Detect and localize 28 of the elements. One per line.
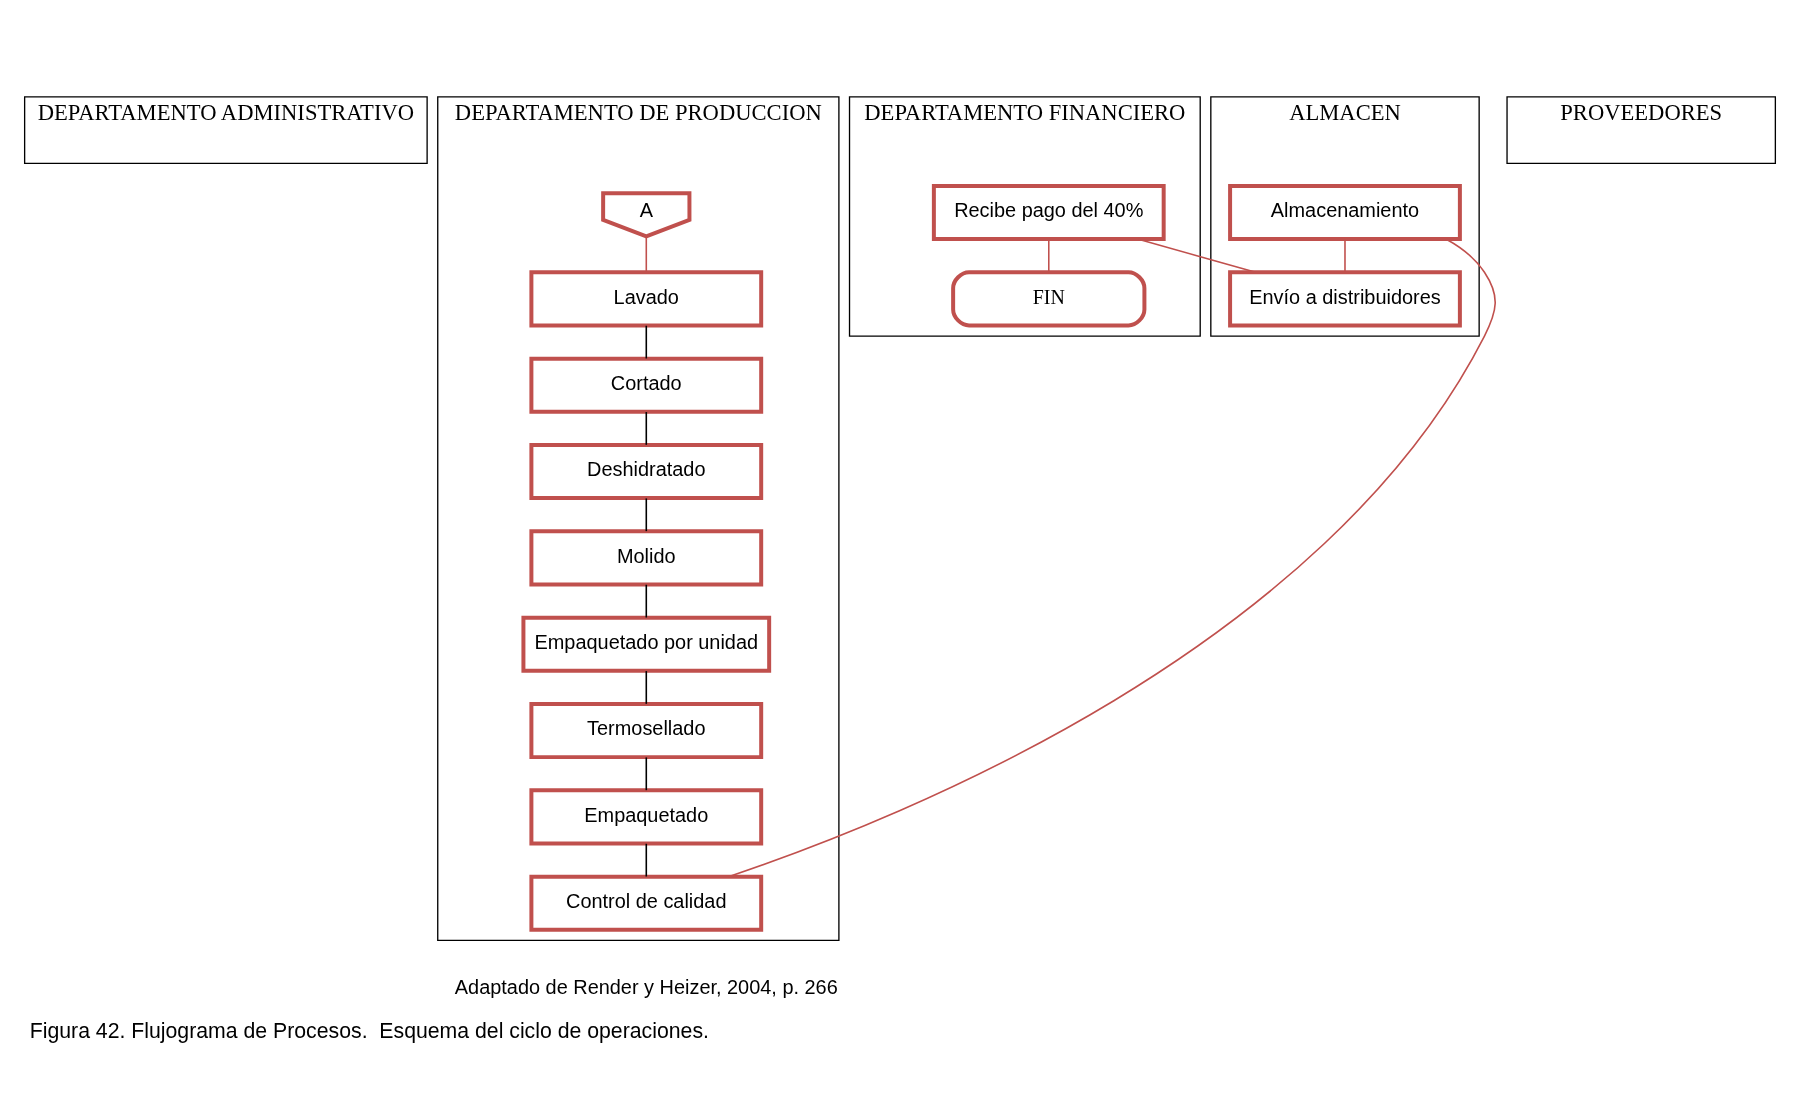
node-box: Envío a distribuidores (1228, 270, 1462, 328)
connector (645, 843, 648, 878)
node-box: DEPARTAMENTO ADMINISTRATIVO (23, 96, 428, 165)
connector (1047, 238, 1050, 273)
node-box: FIN (951, 270, 1147, 328)
connector (645, 670, 648, 705)
node-box: Empaquetado por unidad (521, 615, 772, 673)
node-box: Lavado (529, 270, 764, 328)
node-box: Termosellado (529, 702, 764, 760)
connector (645, 235, 648, 273)
connector (645, 583, 648, 619)
node-box: Recibe pago del 40% (931, 183, 1166, 242)
caption: Figura 42. Flujograma de Procesos. Esquema del ciclo de operaciones. (29, 1019, 709, 1044)
label: Adaptado de Render y Heizer, 2004, p. 266 (454, 976, 838, 999)
connector (1137, 238, 1257, 274)
node-box: Deshidratado (529, 443, 764, 501)
node-box: Molido (529, 529, 764, 587)
node-box: Control de calidad (529, 874, 764, 932)
node-box: Almacenamiento (1228, 183, 1462, 242)
connector (645, 324, 648, 360)
connector (1344, 238, 1346, 273)
connector (645, 756, 648, 791)
node-box: PROVEEDORES (1506, 96, 1777, 165)
node-box: Empaquetado (529, 788, 764, 846)
node-box: Cortado (529, 356, 764, 414)
connector (645, 411, 648, 446)
connector (645, 497, 648, 532)
connector (727, 238, 1496, 878)
